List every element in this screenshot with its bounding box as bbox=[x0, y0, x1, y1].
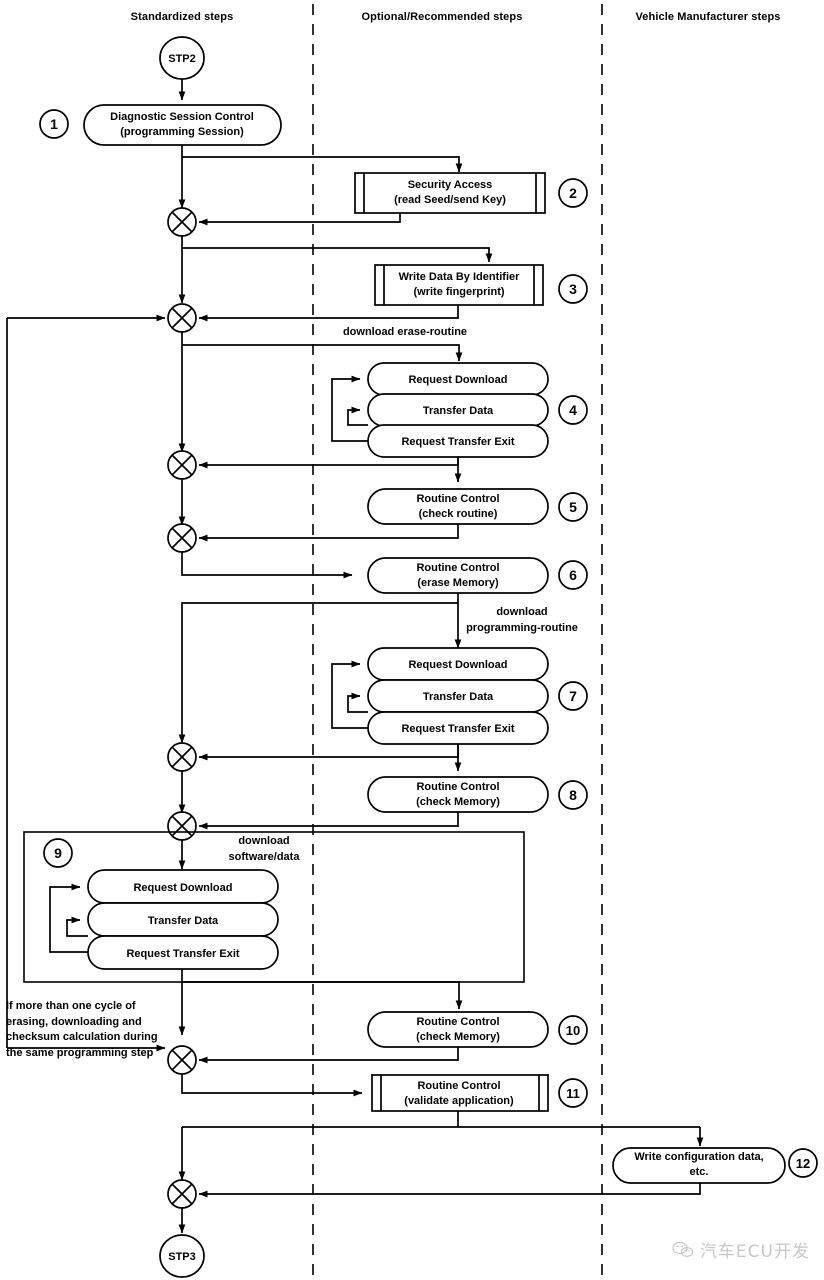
step-4-badge-label: 4 bbox=[569, 402, 577, 418]
junction-6 bbox=[167, 811, 197, 841]
cycle-annotation-line1: If more than one cycle of bbox=[6, 1000, 136, 1012]
step-1-label-line1: Diagnostic Session Control bbox=[110, 111, 254, 123]
step-11-label-line1: Routine Control bbox=[417, 1080, 500, 1092]
edge-label-software-line1: download bbox=[238, 835, 290, 847]
watermark: 汽车ECU开发 bbox=[672, 1237, 810, 1262]
step-10-label-line2: (check Memory) bbox=[416, 1031, 500, 1043]
step-6-label-line2: (erase Memory) bbox=[417, 577, 499, 589]
step-9-label-request-transfer-exit: Request Transfer Exit bbox=[126, 948, 239, 960]
step-12-label-line1: Write configuration data, bbox=[634, 1151, 763, 1163]
lane-title-vehicle: Vehicle Manufacturer steps bbox=[613, 11, 803, 23]
step-2-badge bbox=[558, 178, 588, 208]
lane-title-optional: Optional/Recommended steps bbox=[342, 11, 542, 23]
step-5-label-line2: (check routine) bbox=[419, 508, 498, 520]
step-7-label-request-download: Request Download bbox=[408, 659, 507, 671]
junction-2 bbox=[167, 303, 197, 333]
watermark-text: 汽车ECU开发 bbox=[699, 1242, 810, 1262]
step-1-badge-label: 1 bbox=[50, 116, 58, 132]
step-10-badge-label: 10 bbox=[566, 1023, 580, 1038]
step-12-badge-label: 12 bbox=[796, 1156, 810, 1171]
cycle-annotation-line4: the same programming step bbox=[6, 1046, 154, 1059]
cycle-annotation: If more than one cycle of erasing, downl… bbox=[6, 999, 196, 1061]
step-1-badge bbox=[39, 109, 69, 139]
junction-8 bbox=[167, 1179, 197, 1209]
step-9-label-request-download: Request Download bbox=[133, 882, 232, 894]
lane-title-standardized: Standardized steps bbox=[92, 11, 272, 23]
step-4-label-request-download: Request Download bbox=[408, 374, 507, 386]
step-11-shape bbox=[371, 1074, 549, 1112]
step-7-badge bbox=[558, 681, 588, 711]
step-11-badge-label: 11 bbox=[566, 1086, 580, 1101]
step-9-badge bbox=[43, 838, 73, 868]
junction-5 bbox=[167, 742, 197, 772]
step-5-badge bbox=[558, 492, 588, 522]
junction-1 bbox=[167, 207, 197, 237]
step-10-badge bbox=[558, 1015, 588, 1045]
step-4-label-transfer-data: Transfer Data bbox=[423, 405, 494, 417]
step-5-badge-label: 5 bbox=[569, 499, 577, 515]
step-9-label-transfer-data: Transfer Data bbox=[148, 915, 219, 927]
edge-label-download-erase-routine: download erase-routine bbox=[310, 324, 500, 340]
lane-title-optional-label: Optional/Recommended steps bbox=[361, 11, 523, 23]
cycle-annotation-line2: erasing, downloading and bbox=[6, 1015, 142, 1028]
step-12-label-line2: etc. bbox=[690, 1166, 709, 1178]
step-3-label-line1: Write Data By Identifier bbox=[399, 271, 521, 283]
step-7-label-request-transfer-exit: Request Transfer Exit bbox=[401, 723, 514, 735]
step-7-label-transfer-data: Transfer Data bbox=[423, 691, 494, 703]
step-8-badge-label: 8 bbox=[569, 787, 577, 803]
step-2-label-line1: Security Access bbox=[408, 179, 493, 191]
edge-label-programming-line1: download bbox=[496, 606, 548, 618]
step-1-label-line2: (programming Session) bbox=[120, 126, 244, 138]
step-8-badge bbox=[558, 780, 588, 810]
step-4-label-request-transfer-exit: Request Transfer Exit bbox=[401, 436, 514, 448]
step-3-badge bbox=[558, 274, 588, 304]
step-9-badge-label: 9 bbox=[54, 845, 62, 861]
step-10-label-line1: Routine Control bbox=[416, 1016, 499, 1028]
step-7-badge-label: 7 bbox=[569, 688, 577, 704]
edge-label-download-programming-routine: download programming-routine bbox=[452, 604, 592, 636]
step-2-shape bbox=[354, 172, 546, 214]
step-4-badge bbox=[558, 395, 588, 425]
junction-4 bbox=[167, 523, 197, 553]
step-3-label-line2: (write fingerprint) bbox=[413, 286, 504, 298]
terminator-stp2-label: STP2 bbox=[168, 53, 196, 65]
step-2-label-line2: (read Seed/send Key) bbox=[394, 194, 506, 206]
cycle-annotation-line3: checksum calculation during bbox=[6, 1031, 158, 1043]
lane-title-standardized-label: Standardized steps bbox=[130, 11, 234, 23]
wechat-logo-icon bbox=[672, 1241, 694, 1257]
step-8-label-line2: (check Memory) bbox=[416, 796, 500, 808]
edge-label-download-software-data: download software/data bbox=[204, 833, 324, 865]
terminator-stp3-label: STP3 bbox=[168, 1251, 196, 1263]
edge-label-erase-text: download erase-routine bbox=[342, 326, 468, 338]
edge-label-programming-line2: programming-routine bbox=[466, 622, 578, 634]
step-12-badge bbox=[788, 1148, 818, 1178]
step-2-badge-label: 2 bbox=[569, 185, 577, 201]
junction-7 bbox=[167, 1045, 197, 1075]
step-3-badge-label: 3 bbox=[569, 281, 577, 297]
step-5-label-line1: Routine Control bbox=[416, 493, 499, 505]
step-6-badge bbox=[558, 560, 588, 590]
step-12-shape bbox=[612, 1147, 786, 1184]
step-8-label-line1: Routine Control bbox=[416, 781, 499, 793]
terminator-stp3 bbox=[159, 1234, 205, 1278]
step-6-badge-label: 6 bbox=[569, 567, 577, 583]
lane-title-vehicle-label: Vehicle Manufacturer steps bbox=[635, 11, 781, 23]
step-3-shape bbox=[374, 264, 544, 306]
step-6-label-line1: Routine Control bbox=[416, 562, 499, 574]
junction-3 bbox=[167, 450, 197, 480]
step-11-label-line2: (validate application) bbox=[404, 1095, 514, 1107]
edge-label-software-line2: software/data bbox=[228, 851, 300, 863]
step-11-badge bbox=[558, 1078, 588, 1108]
